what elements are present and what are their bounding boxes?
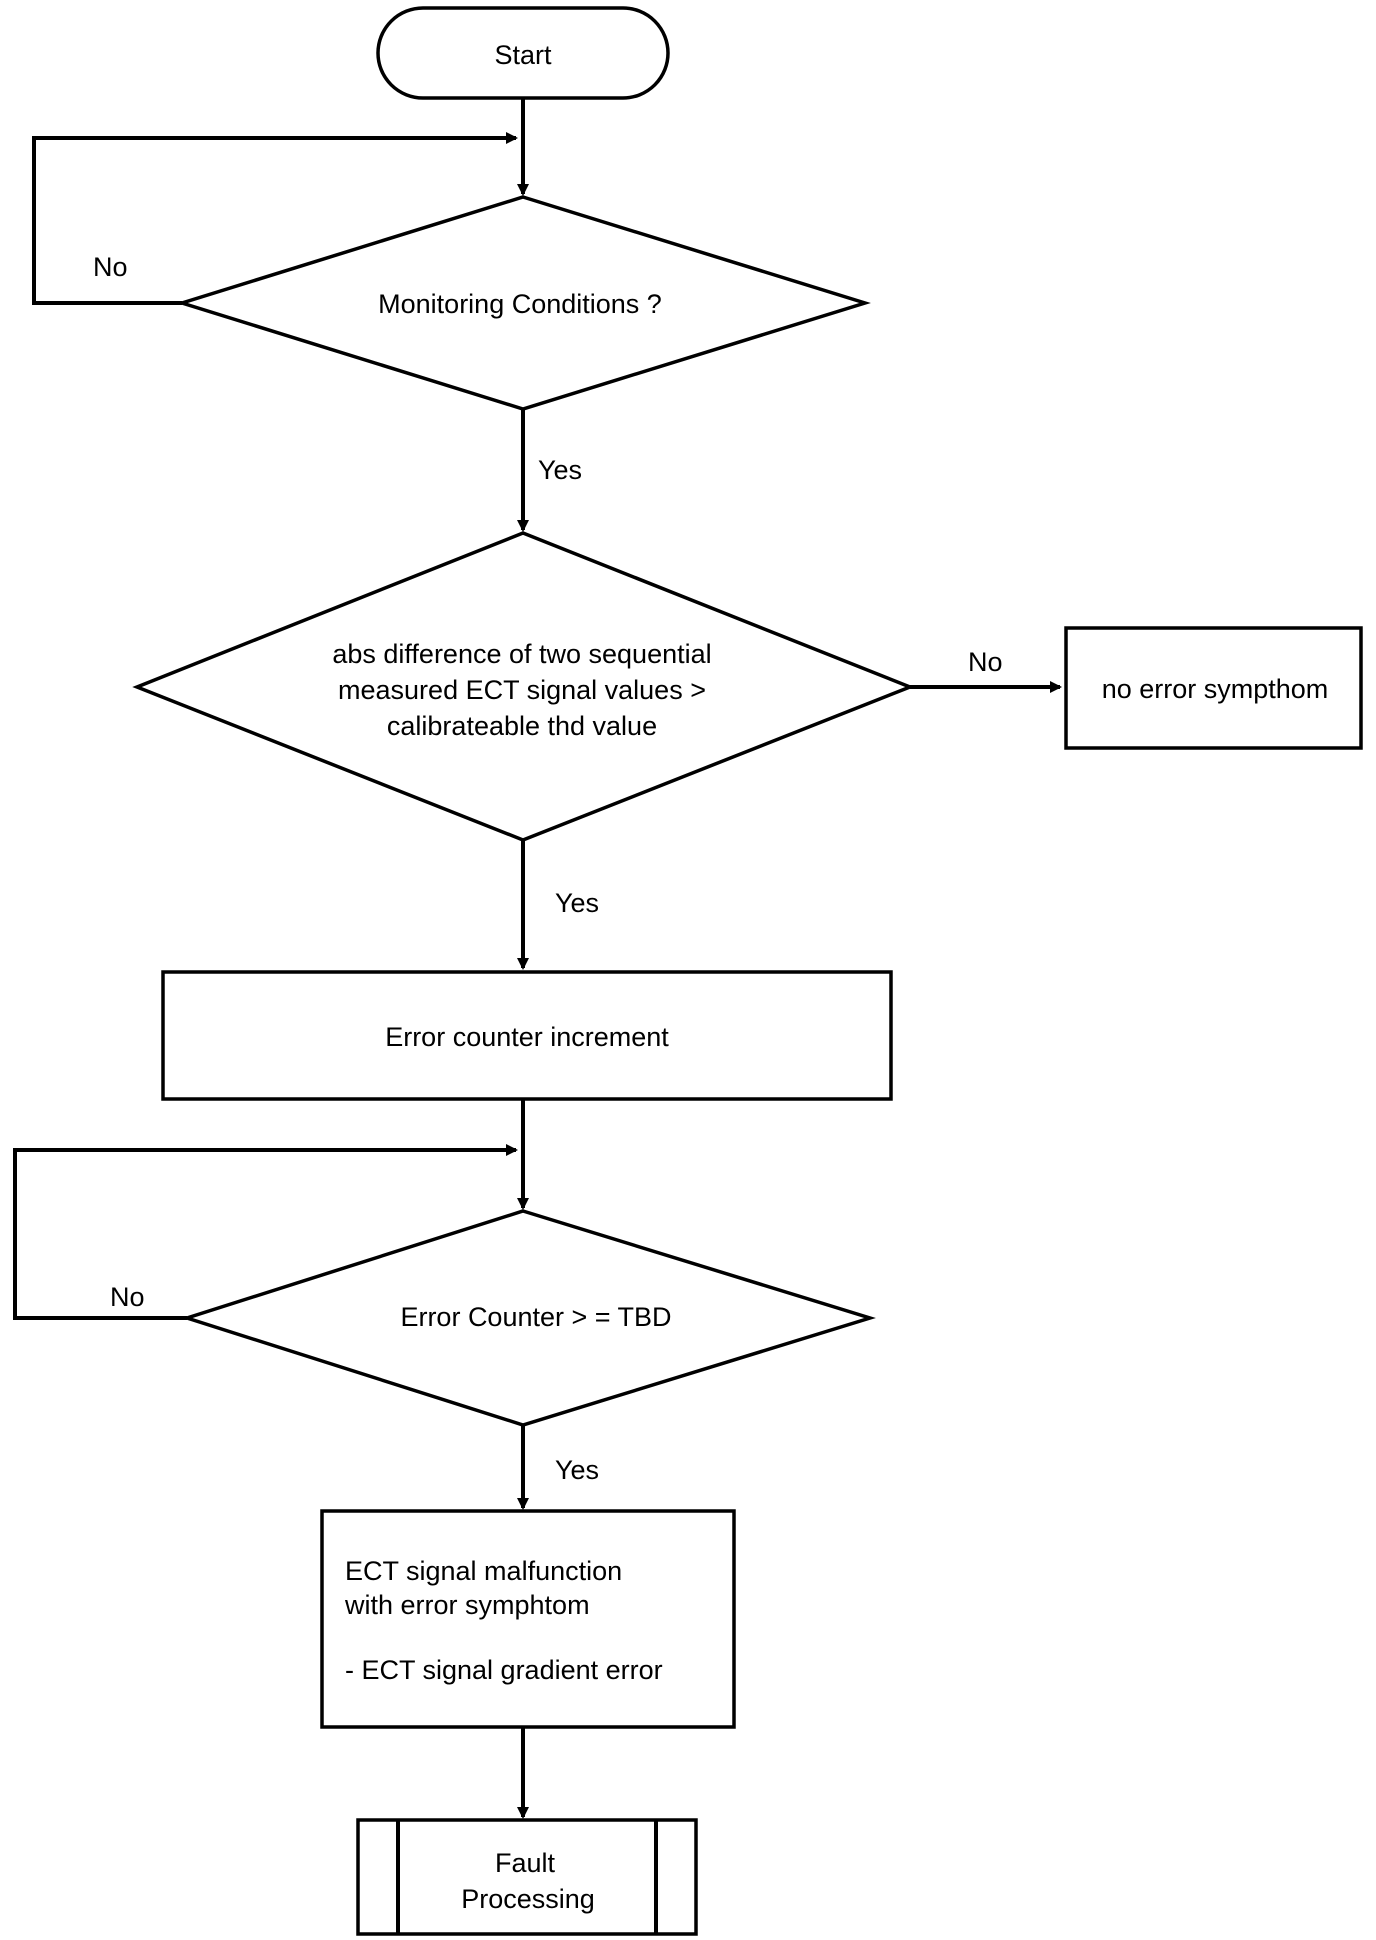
fault-processing-line-1: Fault	[495, 1848, 556, 1878]
fault-processing-line-2: Processing	[461, 1884, 595, 1914]
no-error-box: no error sympthom	[1064, 626, 1363, 750]
edge-label-counter-no: No	[110, 1282, 145, 1312]
fault-processing-box: Fault Processing	[356, 1818, 698, 1936]
edge-label-abs-yes: Yes	[555, 888, 599, 918]
ect-malfunction-box: ECT signal malfunction with error sympht…	[320, 1509, 736, 1729]
abs-difference-line-1: abs difference of two sequential	[332, 639, 711, 669]
start-label: Start	[494, 40, 552, 70]
ect-malfunction-line-1: ECT signal malfunction	[345, 1556, 622, 1586]
edge-label-monitoring-no: No	[93, 252, 128, 282]
error-counter-decision: Error Counter > = TBD	[181, 1209, 876, 1427]
error-counter-increment-box: Error counter increment	[161, 970, 893, 1101]
no-error-label: no error sympthom	[1102, 674, 1329, 704]
error-counter-increment-label: Error counter increment	[385, 1022, 669, 1052]
monitoring-conditions-label: Monitoring Conditions ?	[378, 289, 662, 319]
ect-malfunction-line-3: - ECT signal gradient error	[345, 1655, 663, 1685]
edge-label-monitoring-yes: Yes	[538, 455, 582, 485]
edge-label-abs-no: No	[968, 647, 1003, 677]
abs-difference-line-3: calibrateable thd value	[387, 711, 657, 741]
monitoring-conditions-decision: Monitoring Conditions ?	[176, 195, 871, 411]
edge-label-counter-yes: Yes	[555, 1455, 599, 1485]
start-terminator: Start	[376, 6, 670, 100]
abs-difference-line-2: measured ECT signal values >	[338, 675, 706, 705]
arrow-monitoring-no-loop	[32, 132, 518, 305]
error-counter-label: Error Counter > = TBD	[400, 1302, 671, 1332]
arrow-counter-no-loop	[13, 1144, 518, 1320]
ect-malfunction-line-2: with error symphtom	[344, 1590, 590, 1620]
abs-difference-decision: abs difference of two sequential measure…	[132, 531, 915, 842]
